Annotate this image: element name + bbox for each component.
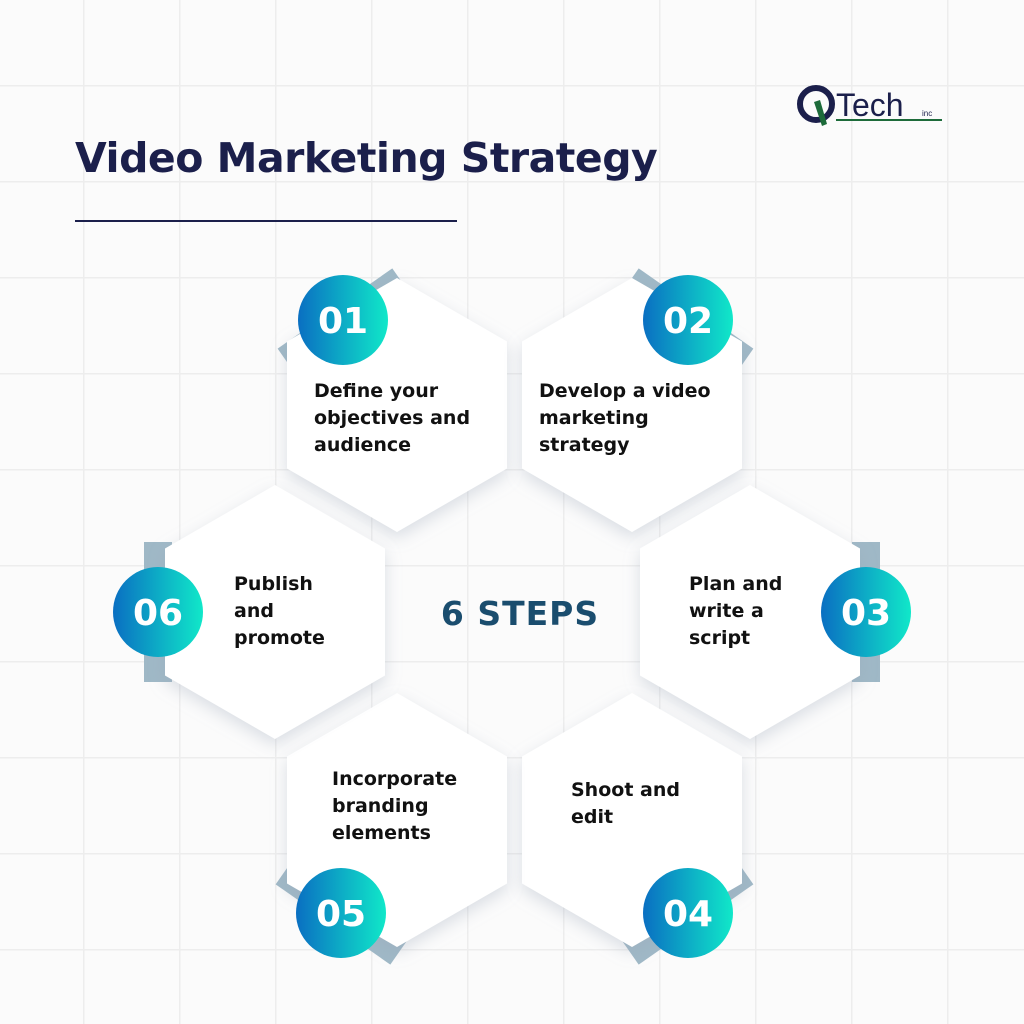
qtech-logo: Tech inc [797, 85, 942, 126]
step-1: 01 [277, 268, 507, 532]
step-6: 06 [113, 485, 385, 739]
svg-text:Tech: Tech [836, 87, 904, 123]
step-3: 03 [640, 485, 911, 739]
step-number-badge [643, 868, 733, 958]
step-number: 04 [663, 894, 713, 935]
step-number: 01 [318, 301, 368, 342]
step-text: Shoot and edit [571, 779, 680, 828]
hexagon [165, 485, 385, 739]
step-text: Incorporate branding elements [332, 768, 458, 844]
title-divider [75, 220, 457, 222]
step-number-badge [113, 567, 203, 657]
step-number-badge [643, 275, 733, 365]
svg-text:inc: inc [922, 109, 932, 118]
step-text: Define your objectives and audience [314, 380, 471, 456]
step-number: 06 [133, 593, 183, 634]
step-2: 02 [522, 268, 754, 532]
step-number-badge [296, 868, 386, 958]
step-4: 04 [522, 693, 754, 965]
step-number-badge [298, 275, 388, 365]
center-label: 6 STEPS [440, 594, 600, 633]
step-5: 05 [275, 693, 507, 965]
step-text: Publish and promote [234, 573, 325, 649]
step-number: 02 [663, 301, 713, 342]
step-text: Plan and write a script [689, 573, 783, 649]
step-number: 05 [316, 894, 366, 935]
step-number: 03 [841, 593, 891, 634]
hexagon [640, 485, 860, 739]
step-number-badge [821, 567, 911, 657]
page-title: Video Marketing Strategy [75, 134, 658, 182]
step-text: Develop a video marketing strategy [539, 380, 711, 456]
